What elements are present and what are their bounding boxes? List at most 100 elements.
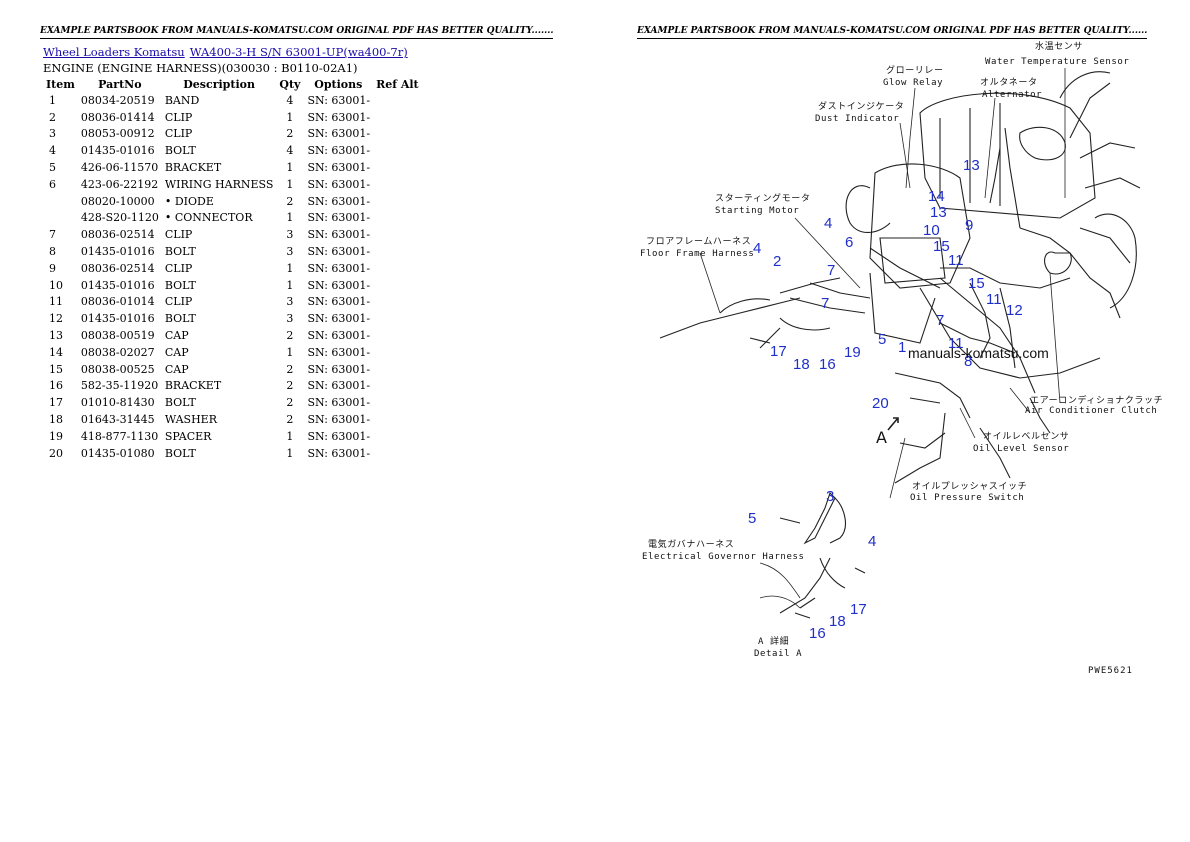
cell-options: SN: 63001-	[307, 329, 371, 343]
cell-item: 16	[49, 379, 63, 393]
cell-item: 13	[49, 329, 63, 343]
breadcrumb-link-model[interactable]: WA400-3-H S/N 63001-UP(wa400-7r)	[189, 45, 408, 59]
cell-ref-alt	[373, 411, 422, 428]
cell-description: • CONNECTOR	[164, 211, 253, 225]
cell-item: 18	[49, 413, 63, 427]
cell-partno: 418-877-1130	[80, 429, 159, 443]
cell-ref-alt	[373, 310, 422, 327]
cell-description: CAP	[164, 345, 189, 359]
col-header-ref-alt: Ref Alt	[376, 77, 419, 91]
cell-options: SN: 63001-	[307, 228, 371, 242]
cell-description: BOLT	[164, 278, 196, 292]
label-glow-relay-jp: グローリレー	[886, 66, 944, 76]
label-oil-pressure-en: Oil Pressure Switch	[910, 493, 1025, 503]
cell-partno: 01435-01016	[80, 312, 155, 326]
cell-options: SN: 63001-	[307, 345, 371, 359]
col-header-options: Options	[314, 77, 363, 91]
cell-qty: 3	[286, 312, 294, 326]
cell-options: SN: 63001-	[307, 194, 371, 208]
callout-13: 13	[963, 157, 980, 174]
label-floor-frame-en: Floor Frame Harness	[640, 249, 755, 259]
label-oil-level-en: Oil Level Sensor	[973, 444, 1070, 454]
cell-item: 6	[49, 177, 56, 191]
cell-ref-alt	[373, 378, 422, 395]
cell-options: SN: 63001-	[307, 278, 371, 292]
cell-item: 10	[49, 278, 63, 292]
cell-description: BOLT	[164, 245, 196, 259]
cell-item: 9	[49, 261, 56, 275]
cell-item: 19	[49, 429, 63, 443]
cell-options: SN: 63001-	[307, 396, 371, 410]
label-dust-indicator-en: Dust Indicator	[815, 114, 900, 124]
cell-ref-alt	[373, 126, 422, 143]
callout-12: 12	[1006, 302, 1023, 319]
cell-ref-alt	[373, 428, 422, 445]
label-dust-indicator-jp: ダストインジケータ	[818, 102, 905, 112]
cell-qty: 1	[286, 161, 294, 175]
cell-item	[43, 193, 78, 210]
cell-ref-alt	[373, 327, 422, 344]
cell-options: SN: 63001-	[307, 261, 371, 275]
label-alternator-en: Alternator	[982, 90, 1043, 100]
cell-partno: 428-S20-1120	[80, 211, 159, 225]
figure-code: PWE5621	[1088, 666, 1133, 676]
cell-partno: 08038-00519	[80, 329, 155, 343]
cell-description: BOLT	[164, 446, 196, 460]
cell-description: BRACKET	[164, 161, 222, 175]
callout-1: 1	[898, 339, 907, 356]
cell-qty: 1	[286, 446, 294, 460]
cell-partno: 08036-02514	[80, 228, 155, 242]
cell-options: SN: 63001-	[307, 177, 371, 191]
cell-partno: 426-06-11570	[80, 161, 159, 175]
cell-qty: 2	[286, 413, 294, 427]
callout-11: 11	[948, 252, 964, 269]
callout-6: 6	[845, 234, 854, 251]
cell-options: SN: 63001-	[307, 379, 371, 393]
cell-item: 17	[49, 396, 63, 410]
cell-qty: 2	[286, 329, 294, 343]
callout-11-c: 11	[948, 335, 964, 352]
cell-partno: 08036-01414	[80, 110, 155, 124]
cell-item: 8	[49, 245, 56, 259]
label-view-arrow-a: A	[876, 428, 888, 447]
cell-partno: 01643-31445	[80, 413, 155, 427]
cell-qty: 4	[286, 93, 294, 107]
cell-description: CLIP	[164, 228, 193, 242]
callout-4-c: 4	[868, 533, 877, 550]
cell-item: 4	[49, 144, 56, 158]
cell-item: 7	[49, 228, 56, 242]
label-water-temp-jp: 水温センサ	[1035, 42, 1084, 52]
cell-description: • DIODE	[164, 194, 214, 208]
callout-4: 4	[824, 215, 833, 232]
label-starting-motor-en: Starting Motor	[715, 206, 800, 216]
cell-ref-alt	[373, 277, 422, 294]
label-detail-a-jp: A 詳細	[758, 637, 790, 647]
callout-17: 17	[770, 343, 787, 360]
cell-ref-alt	[373, 210, 422, 227]
callout-11-b: 11	[986, 291, 1002, 308]
callout-20: 20	[872, 395, 889, 412]
col-header-qty: Qty	[279, 77, 301, 91]
callout-7-c: 7	[936, 312, 945, 329]
cell-partno: 01010-81430	[80, 396, 155, 410]
callout-7-b: 7	[821, 295, 830, 312]
cell-partno: 08038-02027	[80, 345, 155, 359]
cell-partno: 582-35-11920	[80, 379, 159, 393]
breadcrumb-link-wheel-loaders[interactable]: Wheel Loaders Komatsu	[43, 45, 185, 59]
cell-qty: 1	[286, 345, 294, 359]
callout-18-b: 18	[829, 613, 846, 630]
cell-description: BOLT	[164, 312, 196, 326]
callout-18: 18	[793, 356, 810, 373]
